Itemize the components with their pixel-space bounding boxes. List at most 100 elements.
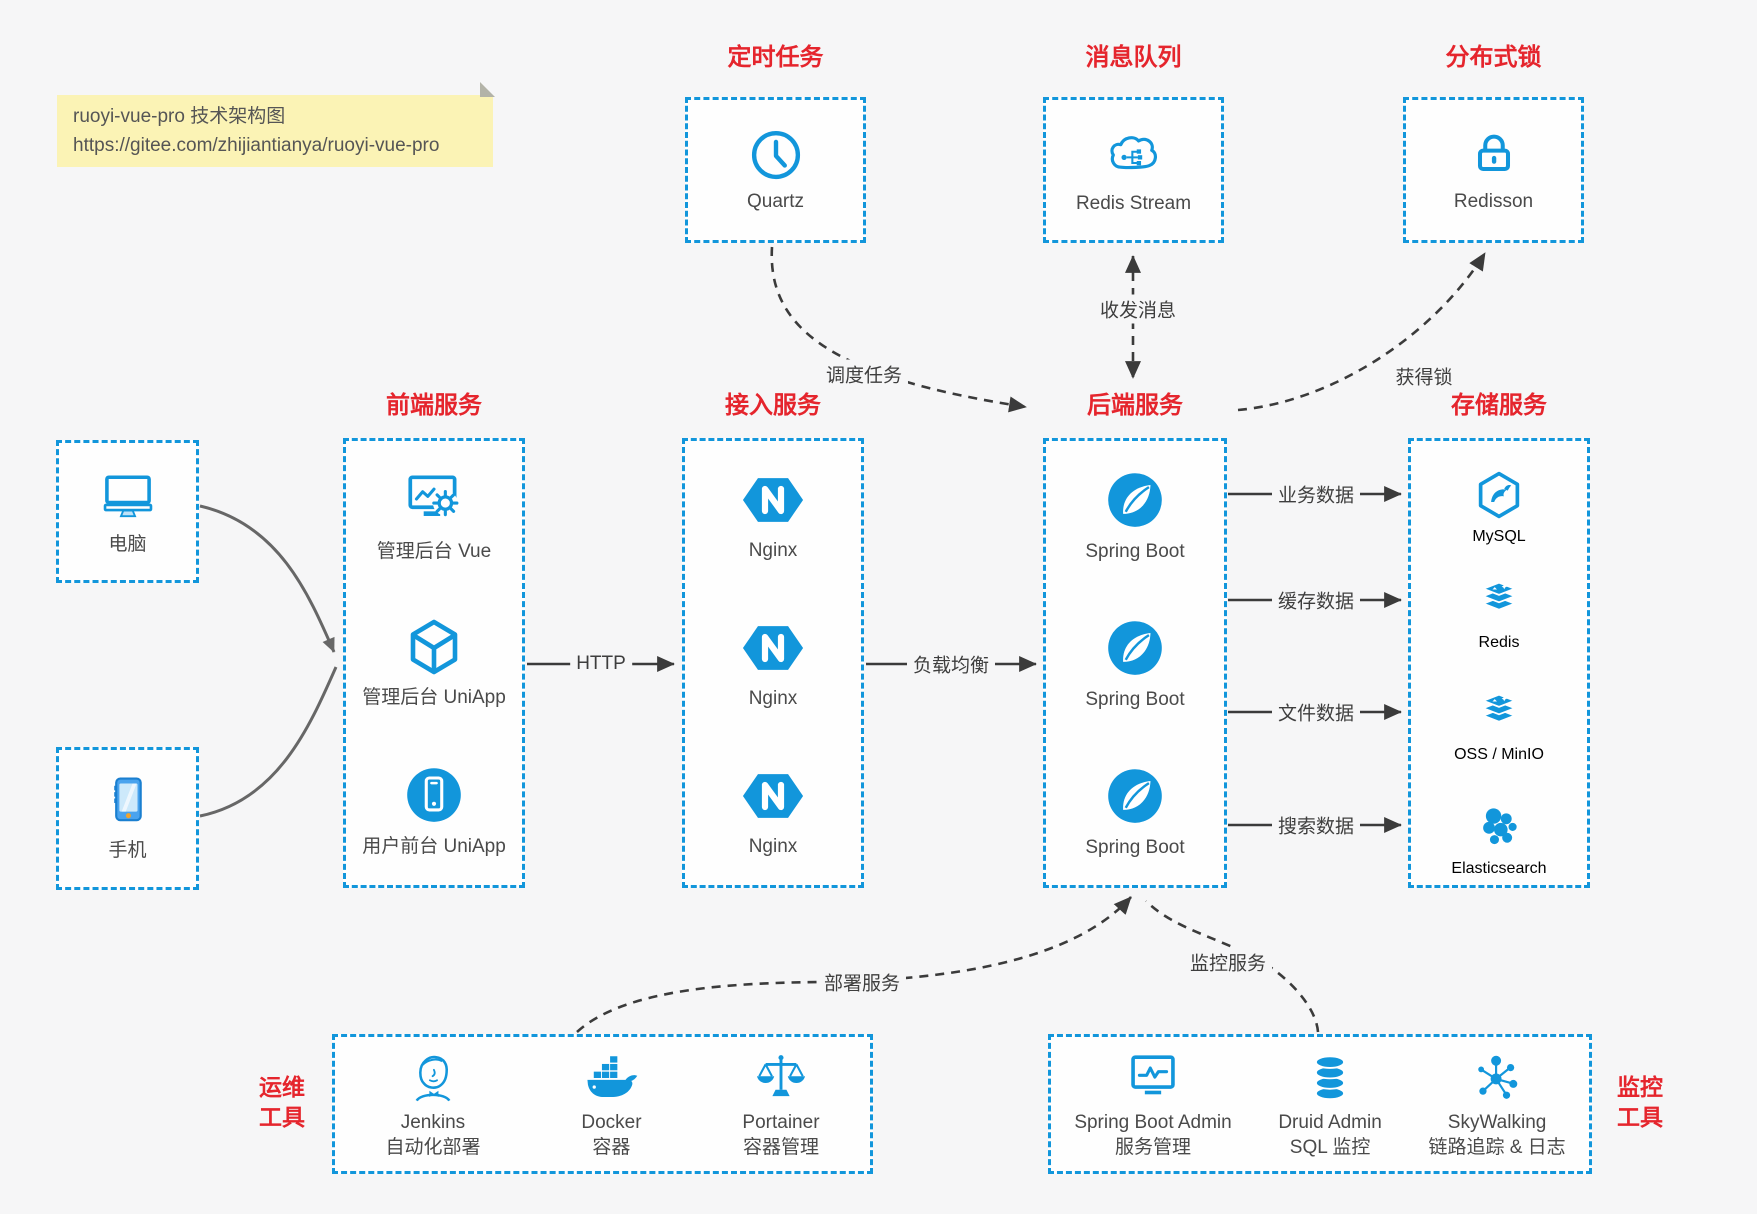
title-ops-line1: 运维 — [259, 1074, 305, 1100]
node-label: Portainer — [742, 1111, 820, 1133]
nginx-icon — [741, 616, 805, 680]
node-admin-uniapp: 管理后台 UniApp — [362, 615, 506, 710]
node-portainer: Portainer 容器管理 — [742, 1049, 820, 1160]
phone-icon — [99, 774, 157, 832]
spring-boot-icon — [1102, 467, 1168, 533]
cluster-frontend: 管理后台 Vue 管理后台 UniApp 用户前台 UniApp — [343, 438, 525, 888]
node-skywalking: SkyWalking 链路追踪 & 日志 — [1428, 1049, 1566, 1160]
title-monitor-line2: 工具 — [1617, 1104, 1663, 1130]
title-scheduled-job: 定时任务 — [727, 44, 824, 71]
node-spring-boot-3: Spring Boot — [1085, 763, 1185, 860]
edge-label-business-data: 业务数据 — [1271, 479, 1361, 509]
node-label: Nginx — [748, 687, 798, 709]
node-label: Spring Boot — [1085, 688, 1185, 710]
node-label: Druid Admin — [1278, 1111, 1382, 1133]
node-label: 管理后台 Vue — [376, 540, 492, 562]
nginx-icon — [741, 764, 805, 828]
nginx-icon — [741, 468, 805, 532]
node-elasticsearch: Elasticsearch — [1411, 797, 1587, 878]
note-url: https://gitee.com/zhijiantianya/ruoyi-vu… — [73, 135, 440, 156]
elasticsearch-icon — [1470, 797, 1528, 855]
druid-icon — [1301, 1049, 1359, 1107]
node-oss-minio: OSS / MinIO — [1411, 685, 1587, 764]
clock-icon — [748, 127, 804, 183]
spring-boot-admin-icon — [1124, 1049, 1182, 1107]
oss-minio-icon — [1471, 685, 1527, 741]
node-nginx-2: Nginx — [741, 616, 805, 711]
edge-label-schedule-task: 调度任务 — [819, 359, 909, 389]
node-sublabel: 链路追踪 & 日志 — [1428, 1136, 1566, 1158]
node-label: MySQL — [1472, 528, 1526, 545]
node-label: OSS / MinIO — [1454, 746, 1544, 763]
node-sublabel: SQL 监控 — [1289, 1136, 1371, 1158]
spring-boot-icon — [1102, 763, 1168, 829]
cluster-client-phone: 手机 — [56, 747, 199, 890]
node-computer: 电脑 — [98, 466, 158, 557]
title-ops-line2: 工具 — [259, 1104, 305, 1130]
edge-label-deploy-service: 部署服务 — [817, 967, 907, 997]
cluster-distributed-lock: Redisson — [1403, 97, 1584, 243]
cluster-storage: MySQL Redis OSS / MinIO Elasticsearch — [1408, 438, 1590, 888]
docker-icon — [582, 1049, 640, 1107]
redis-icon — [1471, 573, 1527, 629]
node-label: Nginx — [748, 835, 798, 857]
jenkins-icon — [404, 1049, 462, 1107]
sticky-note: ruoyi-vue-pro 技术架构图 https://gitee.com/zh… — [57, 82, 495, 167]
node-label: 手机 — [108, 840, 147, 861]
note-title: ruoyi-vue-pro 技术架构图 — [73, 106, 286, 127]
node-label: Quartz — [746, 190, 805, 212]
node-label: Jenkins — [400, 1111, 466, 1133]
mobile-app-icon — [401, 762, 467, 828]
node-label: Redis Stream — [1075, 192, 1192, 214]
node-spring-boot-admin: Spring Boot Admin 服务管理 — [1074, 1049, 1232, 1160]
node-label: Elasticsearch — [1451, 860, 1547, 877]
node-nginx-3: Nginx — [741, 764, 805, 859]
computer-icon — [98, 466, 158, 526]
cluster-message-queue: Redis Stream — [1043, 97, 1224, 243]
title-storage: 存储服务 — [1451, 392, 1547, 419]
node-redis: Redis — [1411, 573, 1587, 652]
node-quartz: Quartz — [747, 127, 804, 214]
node-jenkins: Jenkins 自动化部署 — [385, 1049, 480, 1160]
cluster-backend: Spring Boot Spring Boot Spring Boot — [1043, 438, 1227, 888]
node-sublabel: 自动化部署 — [385, 1136, 481, 1158]
edge-label-search-data: 搜索数据 — [1271, 810, 1361, 840]
node-redisson: Redisson — [1454, 127, 1533, 214]
edge-label-http: HTTP — [570, 652, 632, 676]
note-fold-corner — [480, 82, 495, 97]
node-label: Docker — [581, 1111, 642, 1133]
edge-label-load-balance: 负载均衡 — [906, 649, 996, 679]
edge-label-acquire-lock: 获得锁 — [1389, 361, 1459, 391]
title-frontend: 前端服务 — [386, 392, 482, 419]
node-label: Nginx — [748, 539, 798, 561]
cluster-scheduled-job: Quartz — [685, 97, 866, 243]
node-label: Spring Boot Admin — [1074, 1111, 1232, 1133]
node-spring-boot-1: Spring Boot — [1085, 467, 1185, 564]
edge-label-send-receive-message: 收发消息 — [1093, 294, 1183, 324]
node-spring-boot-2: Spring Boot — [1085, 615, 1185, 712]
node-label: 电脑 — [108, 534, 147, 555]
edge-label-monitor-service: 监控服务 — [1183, 947, 1273, 977]
lock-icon — [1466, 127, 1522, 183]
cloud-network-icon — [1103, 125, 1163, 185]
cluster-monitor-tools: Spring Boot Admin 服务管理 Druid Admin SQL 监… — [1048, 1034, 1592, 1174]
spring-boot-icon — [1102, 615, 1168, 681]
node-label: 管理后台 UniApp — [362, 687, 506, 709]
node-nginx-1: Nginx — [741, 468, 805, 563]
title-backend: 后端服务 — [1087, 392, 1183, 419]
edge-label-cache-data: 缓存数据 — [1271, 585, 1361, 615]
edge-computer-to-frontend — [199, 504, 336, 653]
title-distributed-lock: 分布式锁 — [1445, 44, 1542, 71]
cluster-client-computer: 电脑 — [56, 440, 199, 583]
node-sublabel: 容器 — [592, 1136, 631, 1158]
node-label: Spring Boot — [1085, 540, 1185, 562]
cluster-ops-tools: Jenkins 自动化部署 Docker 容器 Portainer 容器管理 — [332, 1034, 873, 1174]
node-user-uniapp: 用户前台 UniApp — [362, 762, 506, 859]
node-sublabel: 容器管理 — [742, 1136, 819, 1158]
node-docker: Docker 容器 — [581, 1049, 642, 1160]
edge-deploy-service — [576, 896, 1132, 1033]
edge-phone-to-frontend — [199, 666, 338, 818]
node-mysql: MySQL — [1411, 467, 1587, 546]
node-redis-stream: Redis Stream — [1076, 125, 1191, 216]
portainer-icon — [752, 1049, 810, 1107]
